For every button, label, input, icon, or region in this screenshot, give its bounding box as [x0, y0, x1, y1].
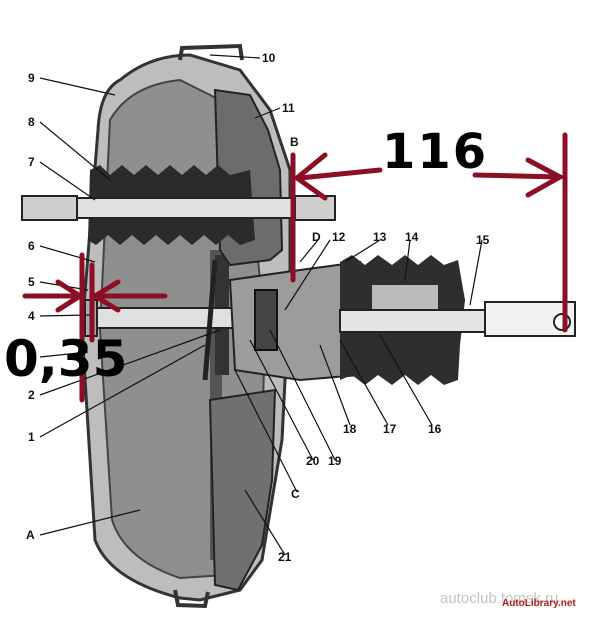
callout-19: 19: [328, 454, 342, 468]
dimension-035-label: 0,35: [4, 330, 128, 388]
callout-1: 1: [28, 430, 35, 444]
dimension-035: [22, 252, 168, 403]
bellows-window: [372, 285, 438, 309]
callout-4: 4: [28, 309, 35, 323]
pushrod: [89, 307, 256, 329]
dimension-116: [290, 132, 568, 333]
callout-3: 3: [28, 349, 35, 363]
callout-21: 21: [278, 550, 292, 564]
bottom-clamp: [173, 589, 210, 609]
reaction-disc: [254, 289, 278, 351]
callout-B: B: [290, 135, 299, 149]
callout-6: 6: [28, 239, 35, 253]
callout-8: 8: [28, 115, 35, 129]
upper-rod-thread-left: [21, 195, 78, 221]
upper-rod-thread-right: [294, 195, 336, 221]
leader-lines: [39, 54, 483, 556]
callout-10: 10: [262, 51, 276, 65]
dimension-116-label: 116: [382, 124, 489, 180]
callout-16: 16: [428, 422, 442, 436]
callout-11: 11: [282, 101, 295, 115]
lower-chamber: [208, 388, 277, 592]
valve-piston-rod: [339, 309, 486, 333]
callout-7: 7: [28, 155, 35, 169]
callout-5: 5: [28, 275, 35, 289]
callout-D: D: [312, 230, 321, 244]
callout-2: 2: [28, 388, 35, 402]
callout-9: 9: [28, 71, 35, 85]
watermark-autolibrary: AutoLibrary.net: [502, 598, 576, 609]
callout-15: 15: [476, 233, 490, 247]
callout-14: 14: [405, 230, 419, 244]
callout-13: 13: [373, 230, 387, 244]
callout-18: 18: [343, 422, 357, 436]
watermark-autoclub: autoclub.tomsk.ru: [440, 590, 559, 607]
upper-rod: [39, 197, 331, 219]
callout-20: 20: [306, 454, 320, 468]
clevis-hole: [553, 313, 571, 331]
callout-12: 12: [332, 230, 346, 244]
spring-ring: [202, 259, 218, 381]
top-clamp: [178, 43, 244, 61]
callout-17: 17: [383, 422, 397, 436]
callout-C: C: [291, 487, 300, 501]
callout-A: A: [26, 528, 35, 542]
